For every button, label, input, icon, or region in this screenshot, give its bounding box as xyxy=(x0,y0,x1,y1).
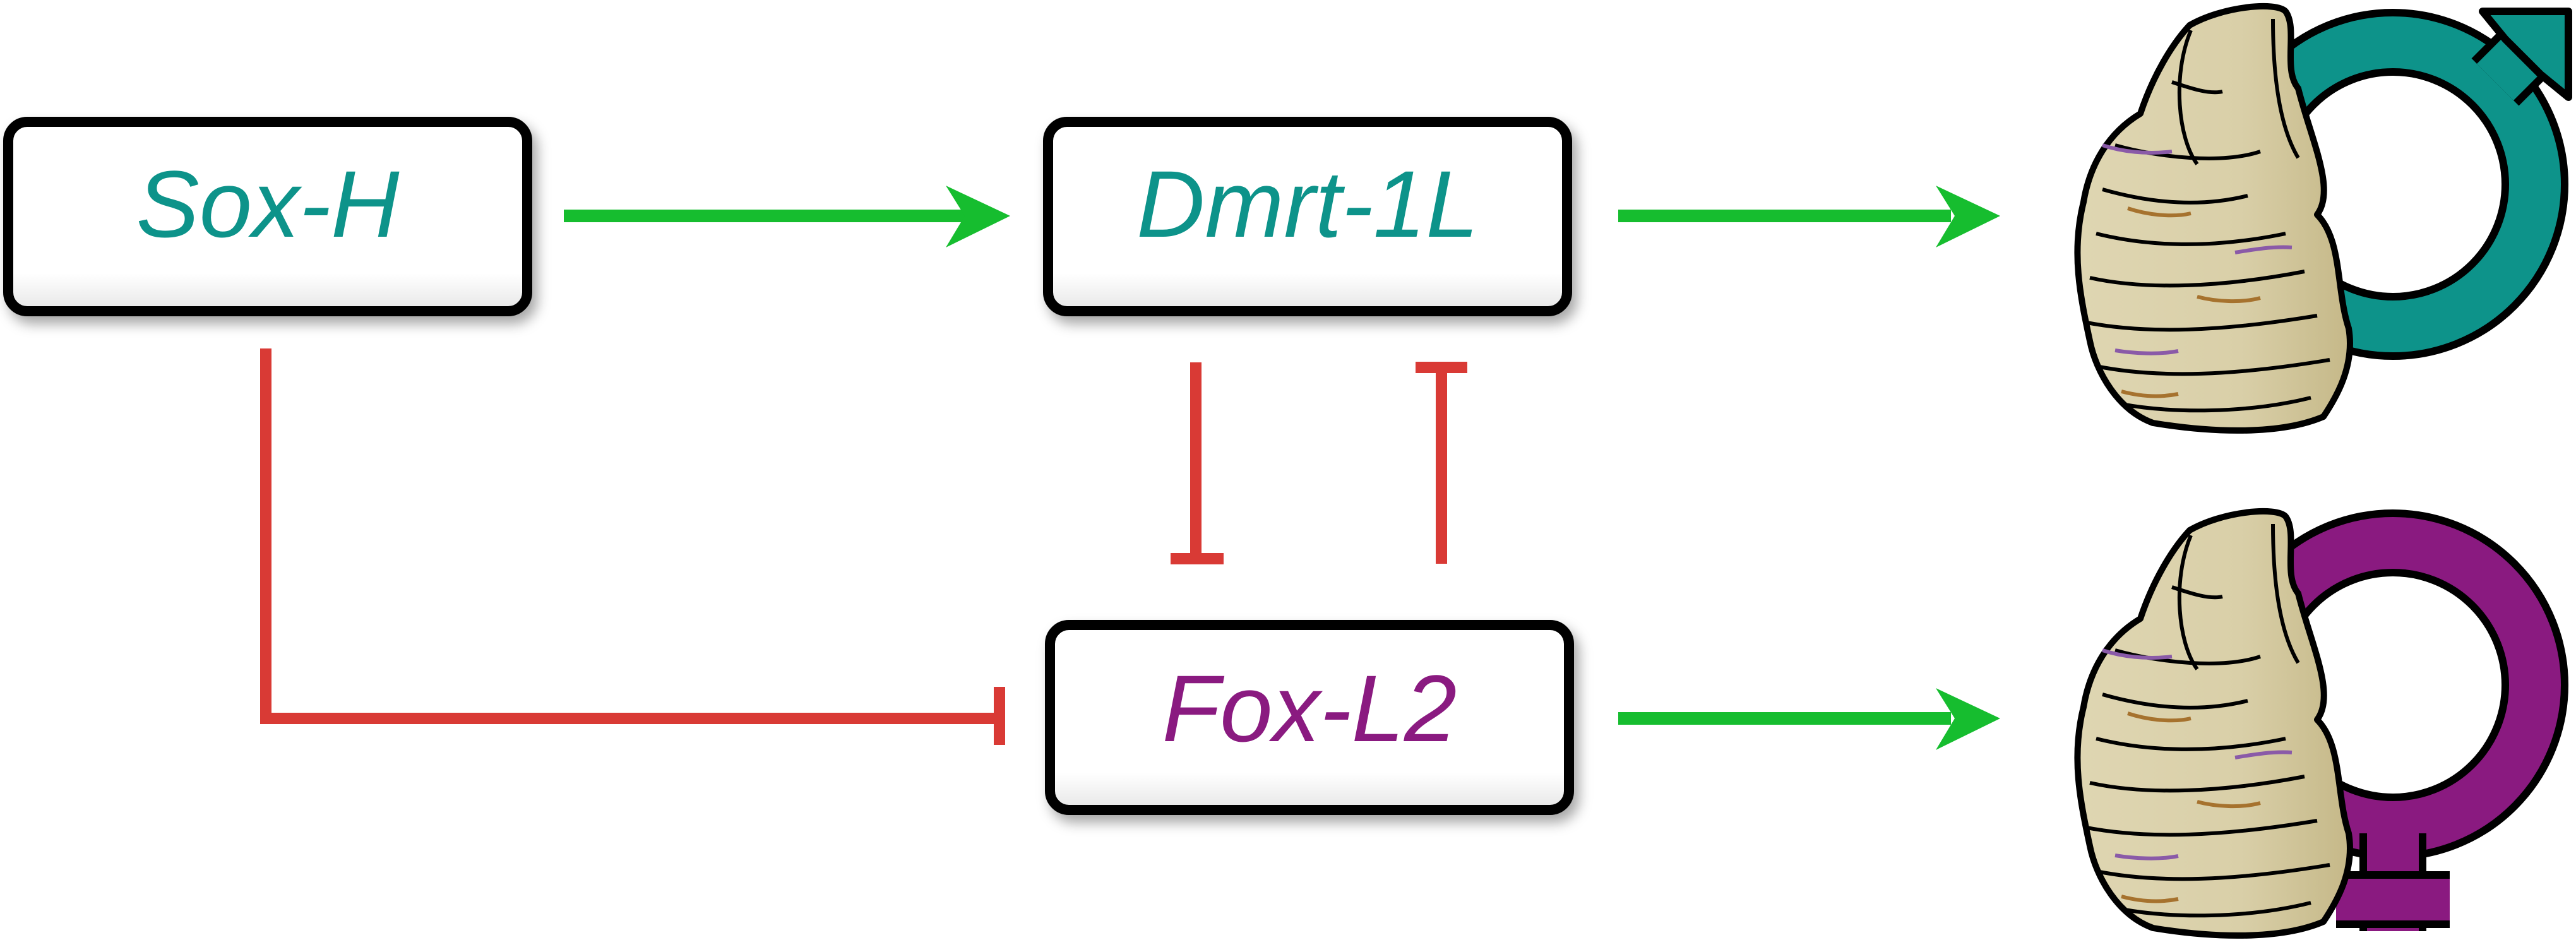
gene-label-dmrt-1l: Dmrt-1L xyxy=(1136,151,1479,257)
gene-node-fox-l2: Fox-L2 xyxy=(1045,620,1574,815)
oyster-icon xyxy=(2074,508,2353,939)
edge-fox-to-dmrt-inhibition xyxy=(1416,362,1467,564)
edge-dmrt-to-fox-inhibition xyxy=(1171,362,1224,564)
arrowhead-icon xyxy=(1936,688,2000,750)
gene-node-dmrt-1l: Dmrt-1L xyxy=(1043,117,1572,316)
edge-fox-to-female-activation xyxy=(1618,688,2000,750)
oyster-icon xyxy=(2074,3,2353,434)
arrowhead-icon xyxy=(1936,186,2000,247)
gene-label-fox-l2: Fox-L2 xyxy=(1162,655,1457,761)
edge-sox-to-fox-inhibition xyxy=(260,348,1005,745)
arrowhead-icon xyxy=(946,186,1010,247)
male-outcome xyxy=(2074,3,2572,434)
female-outcome xyxy=(2074,508,2568,939)
gene-node-sox-h: Sox-H xyxy=(3,117,532,316)
edge-sox-to-dmrt-activation xyxy=(564,186,1010,247)
edge-dmrt-to-male-activation xyxy=(1618,186,2000,247)
gene-label-sox-h: Sox-H xyxy=(136,151,400,257)
